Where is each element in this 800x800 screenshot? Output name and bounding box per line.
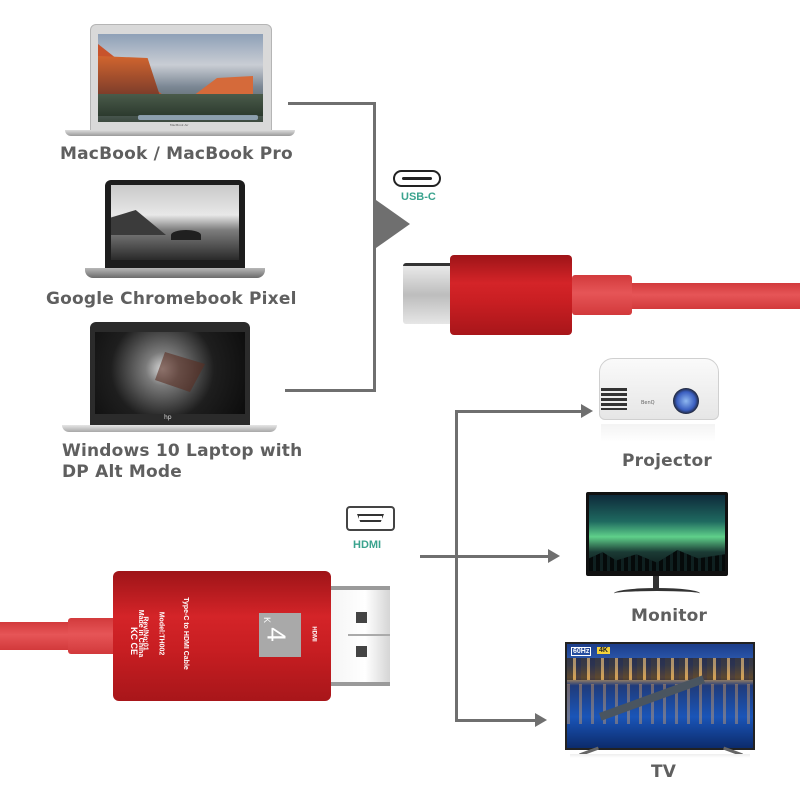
connector-line-macbook <box>288 102 376 105</box>
usb-c-strain-relief <box>572 275 632 315</box>
output-label-projector: Projector <box>622 451 712 471</box>
connector-line-hdmi <box>420 555 548 558</box>
chromebook-image <box>85 180 265 280</box>
projector-brand: BenQ <box>641 400 655 406</box>
4k-badge-number: 4 <box>261 627 292 642</box>
usb-c-plug-metal <box>403 263 451 324</box>
arrow-to-monitor-icon <box>548 549 560 563</box>
connector-line-branch-vertical <box>455 410 458 721</box>
connector-line-tv <box>455 719 535 722</box>
hdmi-mark: HDMI <box>310 626 317 642</box>
source-label-windows-line2: DP Alt Mode <box>62 462 183 482</box>
usb-c-port-icon <box>393 170 441 187</box>
tv-image: 60Hz 4K <box>565 642 755 758</box>
hdmi-label: HDMI <box>353 539 382 551</box>
cable-print-line-1: Type-C to HDMI Cable <box>181 597 189 670</box>
macbook-image: MacBook Air <box>65 24 295 139</box>
arrow-to-tv-icon <box>535 713 547 727</box>
windows-laptop-image: hp <box>62 322 277 434</box>
hp-logo: hp <box>164 414 172 421</box>
hdmi-plug-metal <box>328 586 390 686</box>
connector-line-windows <box>285 389 376 392</box>
arrow-to-projector-icon <box>581 404 593 418</box>
4k-badge-sup: K <box>262 616 273 624</box>
hdmi-port-icon <box>346 506 395 531</box>
certification-marks: KC CE <box>129 626 140 656</box>
source-label-macbook: MacBook / MacBook Pro <box>60 144 293 164</box>
hdmi-cable <box>0 622 70 650</box>
source-label-windows-line1: Windows 10 Laptop with <box>62 441 303 461</box>
connector-line-vertical <box>373 102 376 392</box>
usb-c-plug-housing <box>450 255 572 335</box>
hdmi-strain-relief <box>68 618 116 654</box>
merge-arrow-icon <box>376 200 410 248</box>
projector-image: BenQ <box>597 358 719 448</box>
tv-badge-4k: 4K <box>597 647 610 654</box>
monitor-image <box>586 492 728 602</box>
macbook-screen-caption: MacBook Air <box>170 123 189 127</box>
usb-c-label: USB-C <box>401 191 436 203</box>
output-label-tv: TV <box>651 762 677 782</box>
source-label-chromebook: Google Chromebook Pixel <box>46 289 297 309</box>
tv-badge-60hz: 60Hz <box>571 647 592 656</box>
cable-print-line-2: Model:TH002 <box>157 611 165 656</box>
4k-badge: 4 K <box>259 613 301 657</box>
usb-c-cable <box>632 283 800 309</box>
connector-line-projector <box>455 410 583 413</box>
output-label-monitor: Monitor <box>631 606 708 626</box>
